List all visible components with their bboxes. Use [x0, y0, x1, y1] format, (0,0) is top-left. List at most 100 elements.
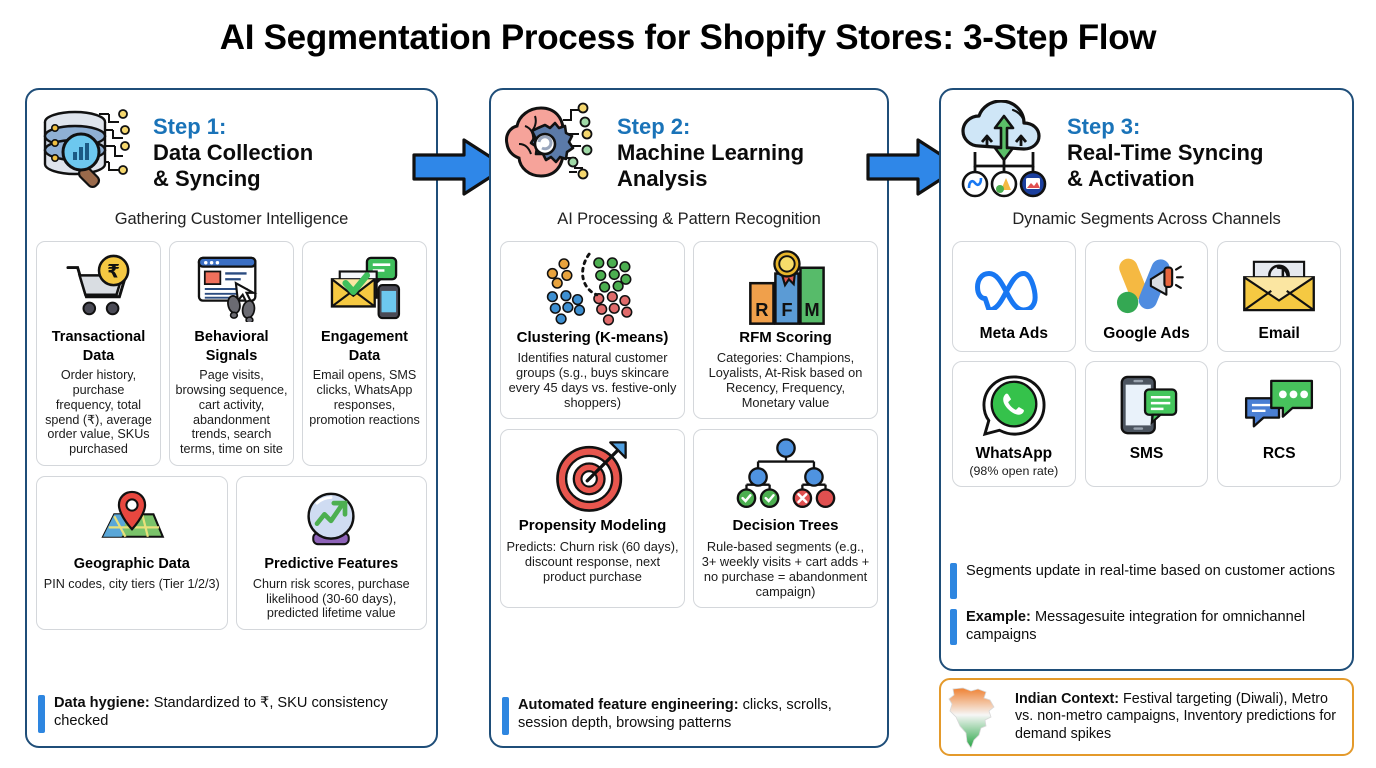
cloud-sync-channels-icon	[951, 99, 1061, 200]
note-bold: Automated feature engineering:	[518, 697, 739, 713]
step-1-header: Step 1: Data Collection & Syncing	[27, 90, 436, 200]
card-title-line2: Data	[82, 347, 115, 364]
card-desc: Rule-based segments (e.g., 3+ weekly vis…	[701, 538, 870, 599]
step-1-label: Step 1:	[153, 114, 227, 139]
channel-google-ads: Google Ads	[1084, 241, 1209, 352]
rcs-chat-bubbles-icon	[1221, 370, 1337, 442]
step-2-name-line2: Analysis	[617, 165, 708, 191]
crystal-ball-trend-icon	[242, 484, 422, 554]
arrow-step1-to-step2	[412, 138, 508, 196]
decision-tree-icon	[699, 437, 872, 515]
note-bold: Data hygiene:	[54, 695, 150, 711]
card-title-line1: Engagement	[320, 329, 408, 345]
step-1-name-line1: Data Collection	[153, 139, 314, 165]
step-1-subtitle: Gathering Customer Intelligence	[114, 210, 349, 228]
step-3-channel-row-2: WhatsApp (98% open rate) SMS	[941, 361, 1352, 487]
step-3-note-2: Example: Messagesuite integration for om…	[950, 609, 1342, 645]
india-map-flag-icon	[947, 684, 1007, 750]
card-desc: Identifies natural customer groups (s.g.…	[508, 350, 677, 411]
card-desc: Page visits, browsing sequence, cart act…	[175, 368, 288, 457]
database-search-icon	[37, 100, 147, 200]
step-2-card-row-2: Propensity Modeling Predicts: Churn risk…	[491, 429, 887, 608]
card-desc: Email opens, SMS clicks, WhatsApp respon…	[309, 368, 420, 427]
channel-whatsapp: WhatsApp (98% open rate)	[952, 361, 1076, 487]
card-title-line1: Geographic Data	[73, 556, 190, 573]
rfm-bars-medal-icon: R F M	[699, 249, 872, 327]
indian-context-box: Indian Context: Festival targeting (Diwa…	[939, 678, 1354, 756]
page-title: AI Segmentation Process for Shopify Stor…	[219, 18, 1157, 57]
step-2-header: Step 2: Machine Learning Analysis	[491, 90, 887, 200]
step-1-card-row-2: Geographic Data PIN codes, city tiers (T…	[27, 476, 436, 631]
card-clustering-kmeans: Clustering (K-means) Identifies natural …	[500, 241, 685, 420]
card-desc: Categories: Champions, Loyalists, At-Ris…	[708, 350, 863, 411]
envelope-chat-phone-icon	[308, 249, 421, 327]
step-1-name-line2: & Syncing	[153, 165, 261, 191]
accent-bar	[38, 695, 45, 733]
channel-name: Meta Ads	[979, 325, 1048, 342]
channel-meta-ads: Meta Ads	[952, 241, 1076, 352]
card-desc: Order history, purchase frequency, total…	[45, 368, 152, 457]
step-3-name-line1: Real-Time Syncing	[1067, 139, 1264, 165]
step-1-card-row-1: ₹ Transactional Data Order history, purc…	[27, 241, 436, 467]
step-2-note: Automated feature engineering: clicks, s…	[502, 697, 874, 735]
email-at-envelope-icon	[1221, 250, 1337, 322]
step-3-panel: Step 3: Real-Time Syncing & Activation D…	[939, 88, 1354, 671]
step-2-subtitle: AI Processing & Pattern Recognition	[557, 210, 821, 228]
card-title-line1: Clustering (K-means)	[516, 329, 669, 346]
card-title-line1: RFM Scoring	[739, 329, 832, 346]
card-transactional-data: ₹ Transactional Data Order history, purc…	[36, 241, 161, 467]
card-propensity-modeling: Propensity Modeling Predicts: Churn risk…	[500, 429, 685, 608]
svg-text:₹: ₹	[107, 261, 120, 282]
card-desc: Predicts: Churn risk (60 days), discount…	[506, 538, 679, 584]
step-3-header: Step 3: Real-Time Syncing & Activation	[941, 90, 1352, 200]
svg-text:M: M	[804, 299, 819, 320]
step-1-panel: Step 1: Data Collection & Syncing Gather…	[25, 88, 438, 748]
indian-context-bold: Indian Context:	[1015, 691, 1120, 708]
accent-bar	[950, 609, 957, 645]
card-desc: Churn risk scores, purchase likelihood (…	[252, 576, 410, 621]
card-geographic-data: Geographic Data PIN codes, city tiers (T…	[36, 476, 228, 631]
card-predictive-features: Predictive Features Churn risk scores, p…	[235, 476, 427, 631]
svg-text:F: F	[781, 299, 792, 320]
card-behavioral-signals: Behavioral Signals Page visits, browsing…	[169, 241, 294, 467]
browser-click-footsteps-icon	[175, 249, 288, 327]
channel-name: WhatsApp	[975, 445, 1053, 462]
card-title-line2: Signals	[205, 347, 258, 364]
note-rest: Messagesuite integration for omnichannel…	[966, 609, 1306, 643]
shopping-cart-rupee-icon: ₹	[42, 249, 155, 327]
note-rest: Standardized to ₹, SKU consistency check…	[54, 695, 388, 729]
whatsapp-icon	[956, 370, 1072, 442]
indian-context-rest: Festival targeting (Diwali), Metro vs. n…	[1015, 691, 1337, 742]
step-3-channel-row-1: Meta Ads Google Ads	[941, 241, 1352, 352]
card-title-line1: Predictive Features	[264, 556, 399, 573]
accent-bar	[950, 563, 957, 599]
meta-infinity-icon	[956, 250, 1072, 322]
note-rest: Segments update in real-time based on cu…	[966, 563, 1336, 579]
accent-bar	[502, 697, 509, 735]
step-2-label: Step 2:	[617, 114, 691, 139]
target-dart-icon	[506, 437, 679, 515]
channel-sms: SMS	[1084, 361, 1209, 487]
channel-name: SMS	[1129, 445, 1164, 462]
channel-name: RCS	[1262, 445, 1296, 462]
sms-phone-icon	[1089, 370, 1205, 442]
google-ads-megaphone-icon	[1089, 250, 1205, 322]
step-3-label: Step 3:	[1067, 114, 1141, 139]
channel-name: Google Ads	[1103, 325, 1190, 342]
note-bold: Example:	[966, 609, 1031, 625]
step-1-note: Data hygiene: Standardized to ₹, SKU con…	[38, 695, 418, 733]
step-3-name-line2: & Activation	[1067, 165, 1195, 191]
card-title-line1: Behavioral	[194, 329, 269, 345]
brain-gear-circuit-icon	[501, 100, 611, 200]
card-decision-trees: Decision Trees Rule-based segments (e.g.…	[693, 429, 878, 608]
card-desc: PIN codes, city tiers (Tier 1/2/3)	[43, 576, 220, 591]
card-title-line1: Decision Trees	[732, 517, 839, 535]
cluster-dots-icon	[506, 249, 679, 327]
channel-subtext: (98% open rate)	[969, 464, 1059, 478]
step-3-note-1: Segments update in real-time based on cu…	[950, 563, 1342, 599]
channel-email: Email	[1217, 241, 1342, 352]
map-pin-icon	[42, 484, 222, 554]
step-2-card-row-1: Clustering (K-means) Identifies natural …	[491, 241, 887, 420]
card-rfm-scoring: R F M RFM Scoring Categories: Champions,…	[693, 241, 878, 420]
